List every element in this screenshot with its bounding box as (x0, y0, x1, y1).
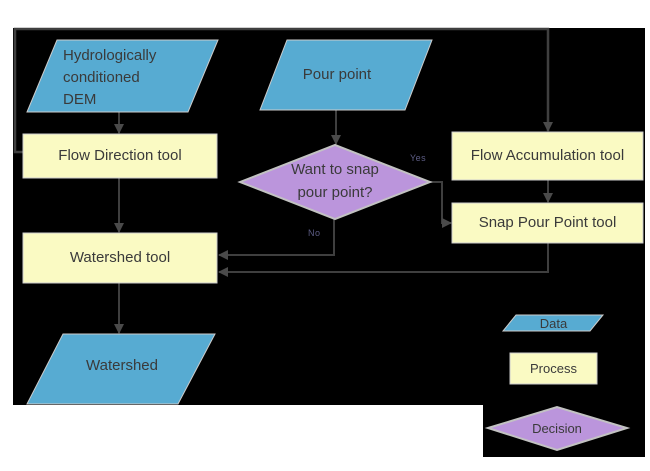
flow-accumulation-rect (451, 131, 644, 181)
edge-decision-no-to-watershedtool (218, 219, 335, 260)
decision-diamond (237, 143, 433, 221)
flow-accumulation-label: Flow Accumulation tool (470, 147, 625, 164)
pour-point-label: Pour point (302, 66, 372, 83)
legend-process-rect (509, 352, 598, 385)
watershed-label: Watershed (86, 357, 158, 374)
snap-pour-point-label: Snap Pour Point tool (478, 214, 617, 231)
legend-decision-label: Decision (532, 420, 582, 436)
watershed-tool-label: Watershed tool (69, 249, 171, 266)
legend-data-parallelogram (501, 314, 605, 332)
pour-point-parallelogram (259, 39, 433, 111)
dem-parallelogram (26, 39, 219, 113)
dem-label: Hydrologically conditioned DEM (63, 47, 157, 108)
flow-direction-rect (22, 133, 218, 179)
edge-label-no: No (308, 228, 321, 238)
watershed-tool-rect (22, 232, 218, 284)
edge-flowdirection-to-flowaccumulation (13, 27, 553, 154)
legend-data-label: Data (539, 315, 568, 331)
watershed-parallelogram (26, 333, 216, 405)
edge-decision-yes-to-snappourpoint (430, 181, 452, 228)
legend-decision-diamond (484, 405, 631, 452)
edge-snappourpoint-to-watershedtool (218, 243, 549, 277)
decision-label: Want to snap pour point? (291, 161, 379, 201)
edge-label-yes: Yes (410, 153, 427, 163)
flow-direction-label: Flow Direction tool (58, 147, 182, 164)
legend-process-label: Process (530, 361, 577, 376)
snap-pour-point-rect (451, 202, 644, 244)
